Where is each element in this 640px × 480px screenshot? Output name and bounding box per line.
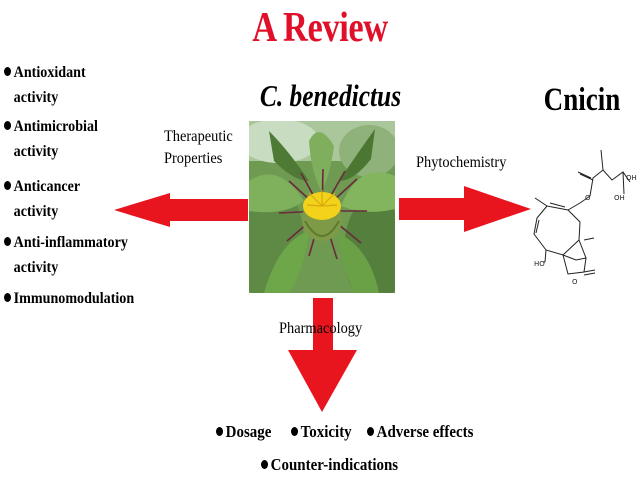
pharmacology-item-label: Toxicity (300, 422, 352, 441)
list-item-anticancer: Anticancer activity (4, 174, 145, 224)
bullet-icon (4, 181, 12, 190)
structure-label-oh-mid: OH (614, 194, 625, 202)
pharmacology-item-dosage: Dosage (216, 422, 271, 442)
list-item-line2: activity (13, 203, 59, 220)
down-arrow (288, 298, 357, 412)
list-item-line1: Antioxidant (13, 64, 86, 81)
right-arrow (399, 186, 531, 232)
bullet-icon (4, 67, 12, 76)
list-item-line1: Immunomodulation (13, 290, 135, 307)
therapeutic-label-line2: Properties (164, 150, 223, 167)
list-item-antimicrobial: Antimicrobial activity (4, 114, 145, 164)
therapeutic-properties-label: Therapeutic Properties (164, 126, 233, 170)
plant-photo (249, 121, 395, 293)
bullet-icon (261, 460, 269, 469)
structure-label-o-ring: O (572, 278, 578, 286)
pharmacology-item-label: Counter-indications (270, 455, 399, 474)
list-item-line1: Anticancer (13, 178, 81, 195)
list-item-line2: activity (13, 143, 59, 160)
bullet-icon (367, 427, 375, 436)
list-item-antioxidant: Antioxidant activity (4, 60, 145, 110)
compound-name: Cnicin (543, 82, 621, 118)
bullet-icon (291, 427, 299, 436)
pharmacology-item-toxicity: Toxicity (291, 422, 352, 442)
list-item-immunomodulation: Immunomodulation (4, 286, 145, 311)
pharmacology-item-label: Adverse effects (376, 422, 474, 441)
left-arrow (114, 193, 248, 227)
pharmacology-label: Pharmacology (279, 320, 363, 337)
list-item-anti-inflammatory: Anti-inflammatory activity (4, 230, 145, 280)
bullet-icon (4, 237, 12, 246)
pharmacology-item-adverse-effects: Adverse effects (367, 422, 473, 442)
structure-label-o-ester: O (585, 194, 591, 202)
list-item-line1: Anti-inflammatory (13, 234, 128, 251)
phytochemistry-label: Phytochemistry (416, 154, 507, 171)
page-title: A Review (252, 5, 388, 51)
pharmacology-item-label: Dosage (225, 422, 272, 441)
structure-label-ho: HO (534, 260, 545, 268)
bullet-icon (216, 427, 224, 436)
bullet-icon (4, 293, 12, 302)
pharmacology-item-counter-indications: Counter-indications (261, 455, 398, 475)
structure-label-oh-top: OH (626, 174, 637, 182)
bullet-icon (4, 121, 12, 130)
list-item-line2: activity (13, 259, 59, 276)
therapeutic-label-line1: Therapeutic (164, 128, 233, 145)
list-item-line2: activity (13, 89, 59, 106)
list-item-line1: Antimicrobial (13, 118, 98, 135)
plant-name: C. benedictus (259, 78, 402, 113)
